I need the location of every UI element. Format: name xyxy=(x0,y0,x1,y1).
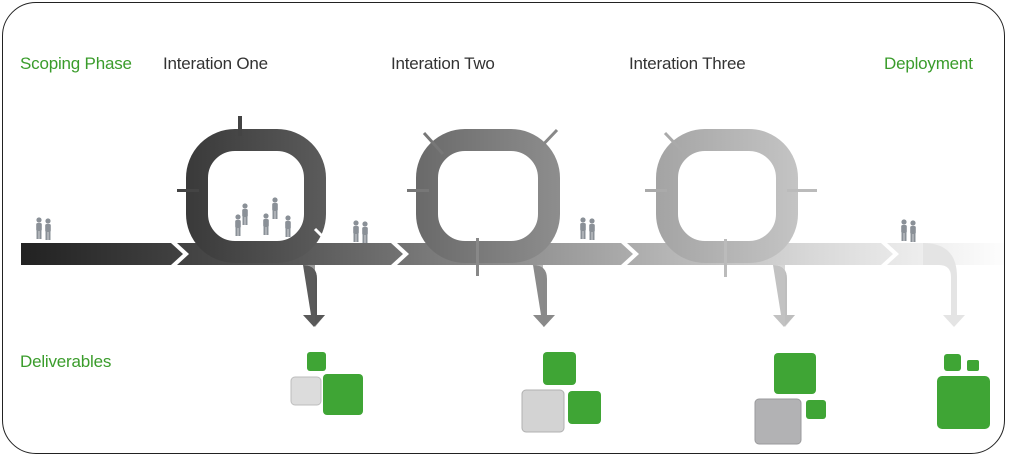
deliverable-square-icon xyxy=(754,353,826,445)
iteration-three-label: Interation Three xyxy=(629,54,746,73)
process-diagram xyxy=(21,116,1004,445)
deliverables-label: Deliverables xyxy=(20,352,112,371)
person-group-icon xyxy=(235,197,291,237)
iteration-loop-icon xyxy=(407,128,560,276)
deliverable-square-icon xyxy=(937,354,990,429)
person-group-icon xyxy=(353,220,368,243)
timeline-arrow-icon xyxy=(773,265,795,327)
timeline-arrow-icon xyxy=(923,243,965,327)
iteration-loop-icon xyxy=(645,129,817,277)
person-group-icon xyxy=(36,217,51,240)
iteration-two-label: Interation Two xyxy=(391,54,495,73)
scoping-phase-label: Scoping Phase xyxy=(20,54,132,73)
deliverable-square-icon xyxy=(290,352,363,415)
iteration-loop-icon xyxy=(177,116,329,263)
timeline-arrow-icon xyxy=(303,265,325,327)
deployment-label: Deployment xyxy=(884,54,973,73)
person-group-icon xyxy=(580,217,595,240)
iteration-one-label: Interation One xyxy=(163,54,268,73)
person-group-icon xyxy=(901,219,916,242)
deliverable-square-icon xyxy=(521,352,601,433)
